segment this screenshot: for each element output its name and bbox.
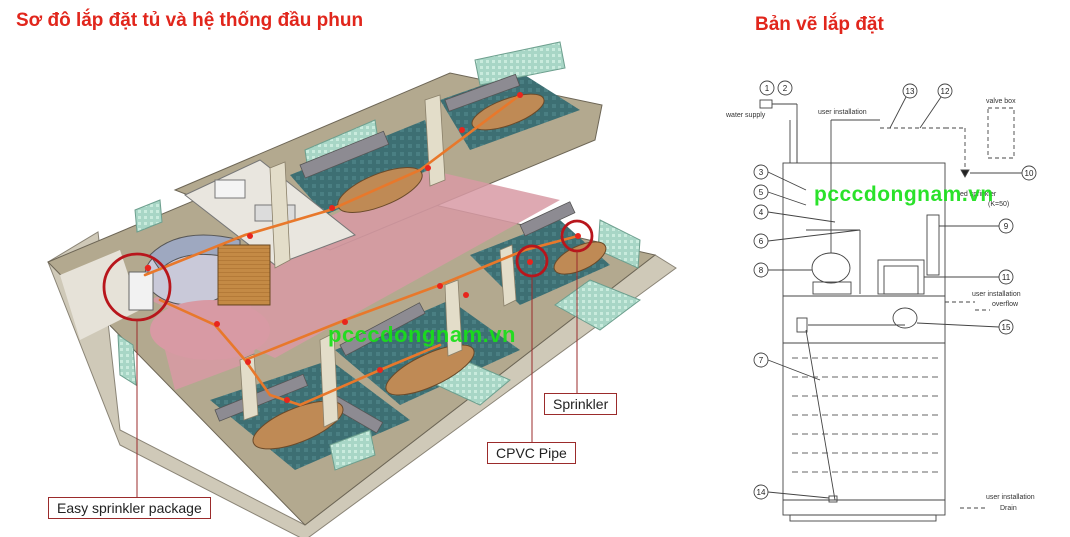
part-13: 13: [906, 87, 915, 96]
callout-sprinkler: Sprinkler: [544, 393, 618, 415]
part-2: 2: [783, 84, 788, 93]
leader-lines: [767, 96, 1022, 499]
part-11: 11: [1002, 273, 1011, 282]
part-6: 6: [759, 237, 764, 246]
sprinkler-package-unit: [128, 271, 154, 311]
sprinkler-label-2: (K=50): [988, 201, 1009, 208]
callout-easy-sprinkler-package: Easy sprinkler package: [48, 497, 211, 519]
part-14: 14: [757, 488, 766, 497]
part-9: 9: [1004, 222, 1009, 231]
glass-block-window: [554, 279, 642, 331]
drain-label: Drain: [1000, 505, 1017, 512]
schematic-labels: 1 2 3 4 5 6 7 8 9 10 11 12 13 14 15 wate…: [725, 84, 1035, 512]
part-12: 12: [941, 87, 950, 96]
glass-block-window: [134, 199, 163, 233]
shelving: [217, 244, 271, 306]
room-floor: [335, 300, 520, 405]
callout-cpvc-pipe: CPVC Pipe: [487, 442, 576, 464]
part-10: 10: [1025, 169, 1034, 178]
installation-schematic: [753, 80, 1037, 522]
glass-block-window: [117, 334, 137, 386]
glass-block-window: [329, 429, 376, 471]
sofas: [214, 73, 576, 434]
part-8: 8: [759, 266, 764, 275]
overflow-label: overflow: [992, 301, 1019, 308]
water-supply-label: water supply: [725, 112, 766, 119]
kitchen-counter: [214, 179, 246, 199]
part-4: 4: [759, 208, 764, 217]
watermark-left: pcccdongnam.vn: [328, 322, 516, 347]
room-floor: [60, 250, 140, 340]
part-7: 7: [759, 356, 764, 365]
part-1: 1: [765, 84, 770, 93]
diagram-title-left: Sơ đô lắp đặt tủ và hệ thống đầu phun: [16, 10, 364, 31]
floor-plan: [47, 41, 677, 537]
part-number-circles: [753, 80, 1037, 500]
user-installation-drain-label: user installation: [986, 494, 1035, 501]
user-installation-top-label: user installation: [818, 109, 867, 116]
part-3: 3: [759, 168, 764, 177]
user-installation-overflow-label: user installation: [972, 291, 1021, 298]
water-level-lines: [792, 357, 940, 473]
lounge-floor: [150, 300, 270, 360]
watermark-right: pcccdongnam.vn: [814, 183, 994, 206]
pump: [811, 252, 851, 284]
control-box: [877, 259, 925, 295]
glass-block-window: [474, 41, 566, 86]
sprinkler-label-1: ed sprinkler: [960, 191, 997, 198]
diagram-title-right: Bản vẽ lắp đặt: [755, 14, 884, 35]
part-5: 5: [759, 188, 764, 197]
room-floor: [290, 120, 440, 215]
glass-block-window: [597, 219, 641, 269]
part-15: 15: [1002, 323, 1011, 332]
valve-box-label: valve box: [986, 98, 1016, 105]
sprinkler-heads: [144, 92, 581, 403]
